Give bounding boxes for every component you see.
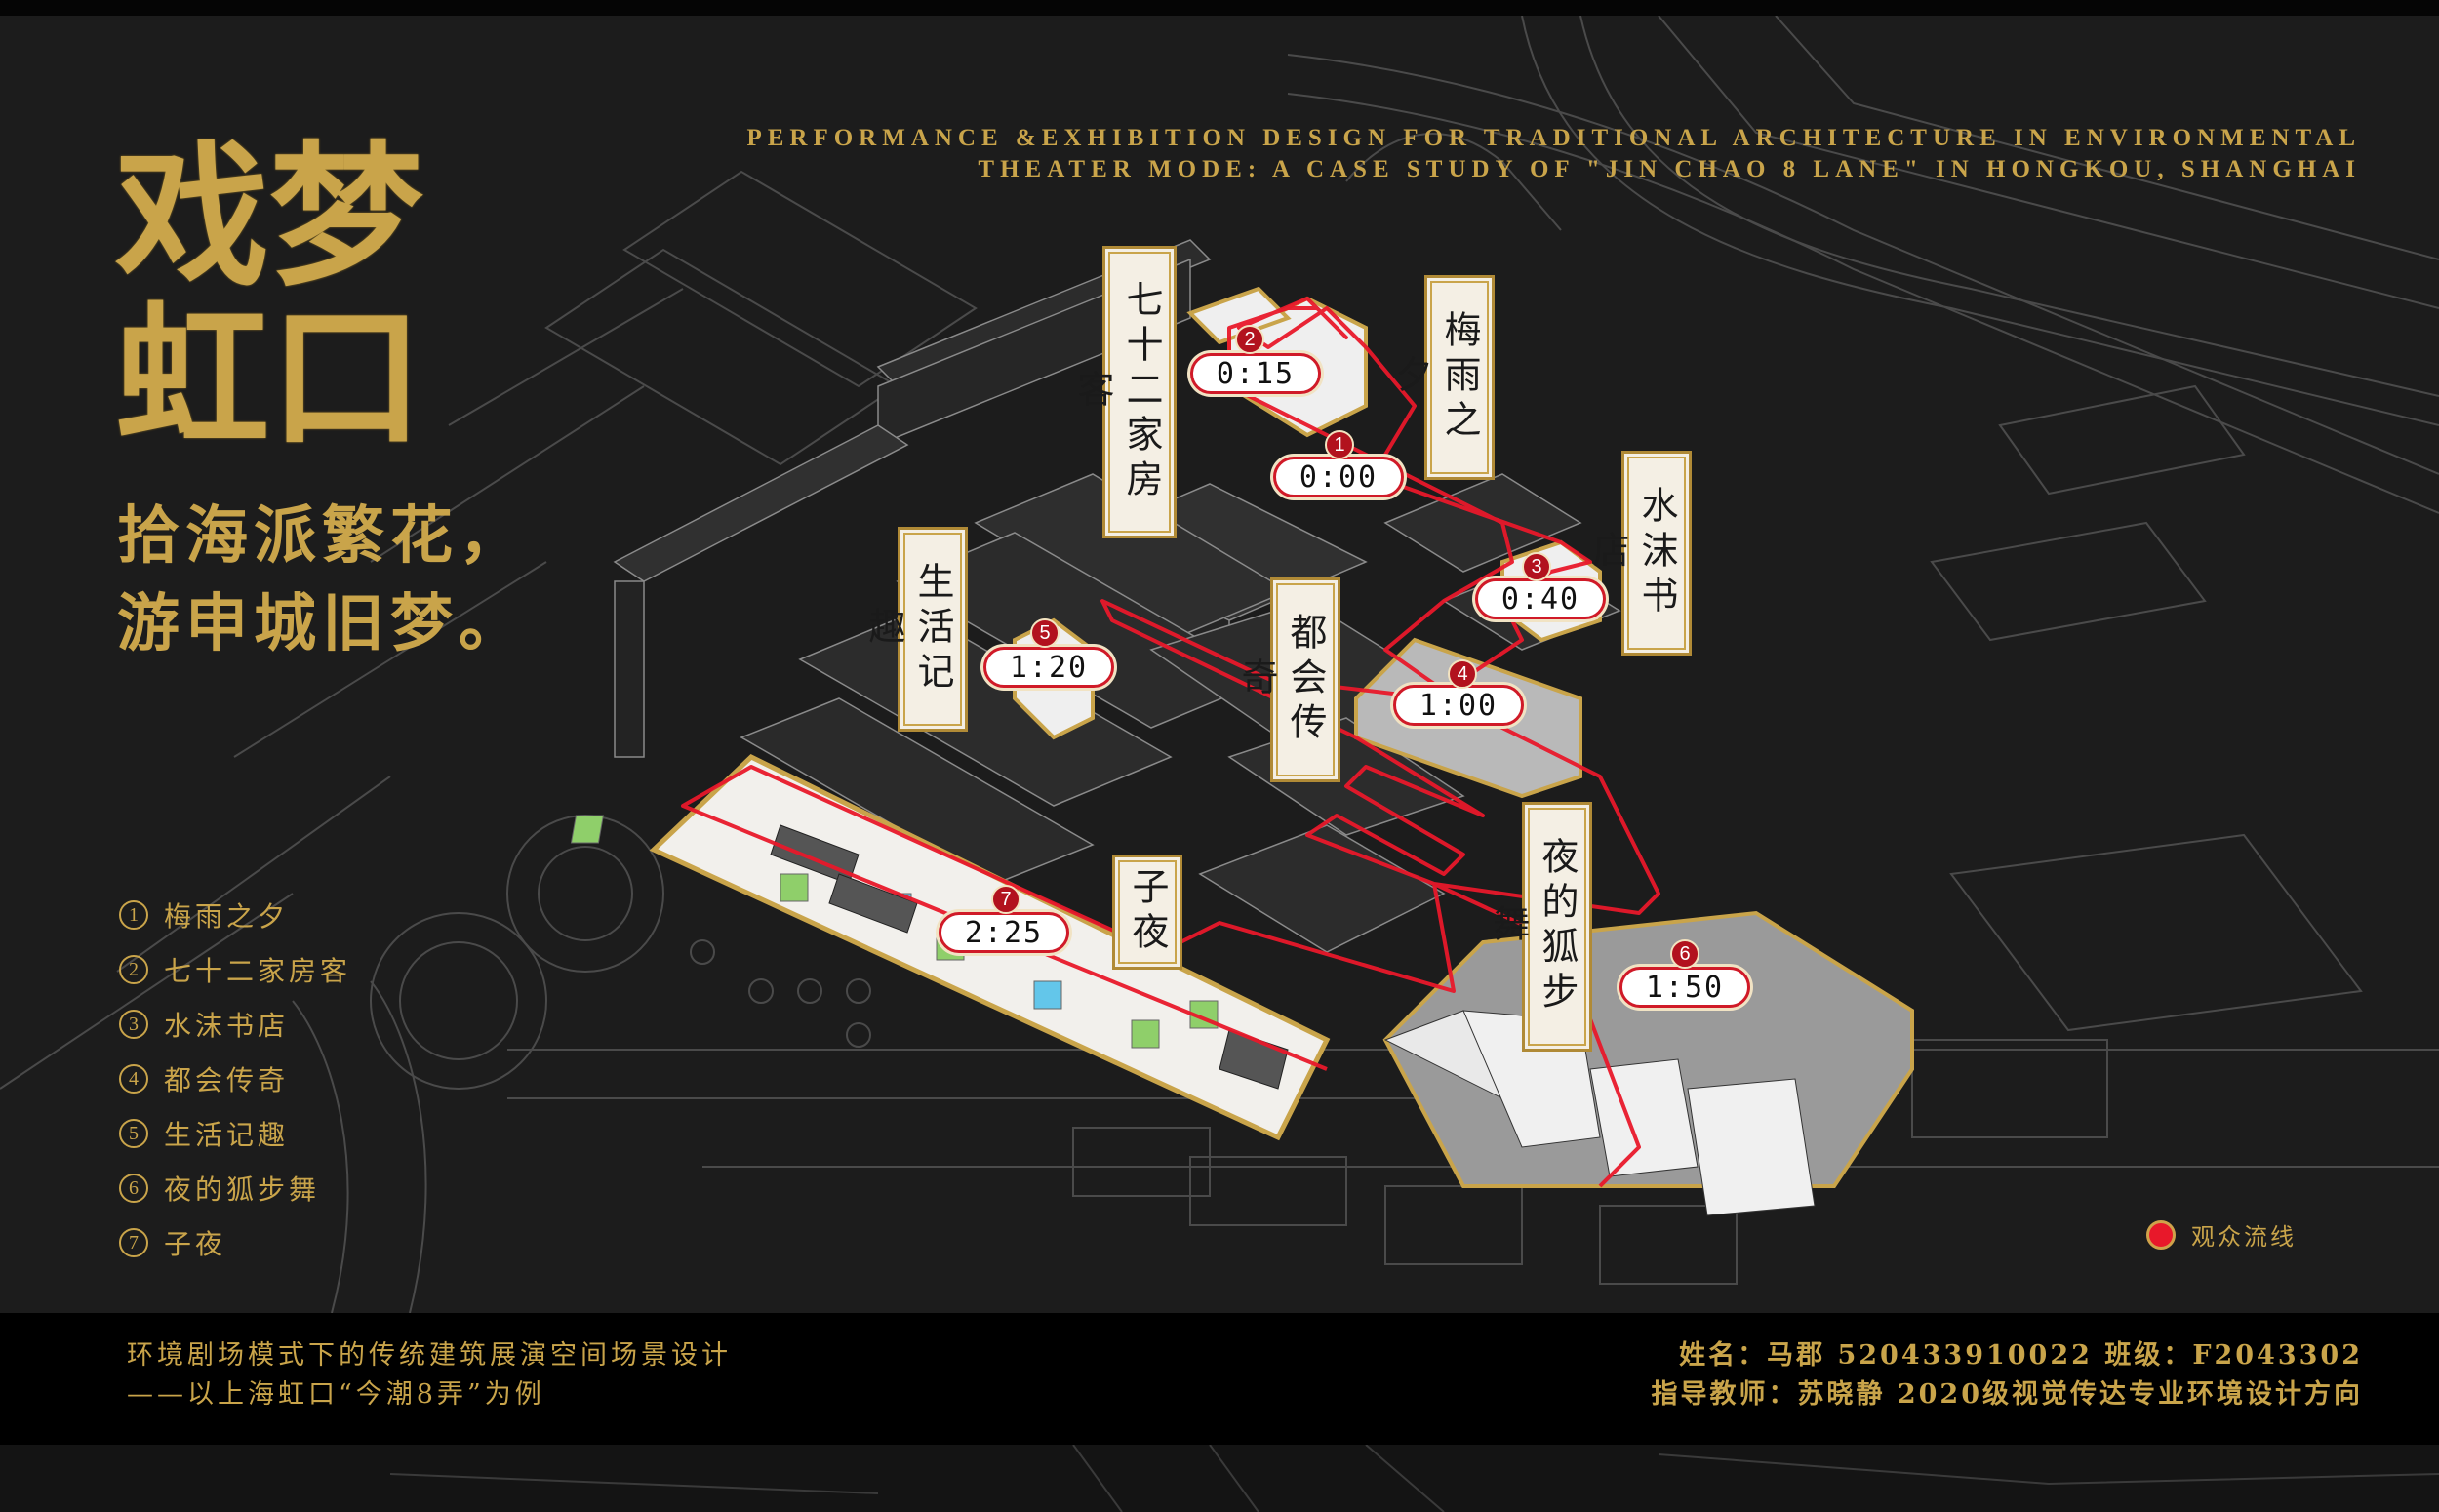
legend-item: 3 水沫书店	[119, 997, 351, 1052]
time-meiyu: 0:00	[1273, 457, 1404, 497]
legend-item: 5 生活记趣	[119, 1106, 351, 1161]
legend-number: 6	[119, 1174, 148, 1203]
label-meiyu: 梅雨之夕	[1389, 275, 1495, 480]
stop-3-badge: 3	[1522, 552, 1551, 581]
72-tenants-building	[1186, 286, 1292, 345]
english-title-line-2: THEATER MODE: A CASE STUDY OF "JIN CHAO …	[978, 156, 2361, 182]
time-ziye: 2:25	[939, 912, 1069, 953]
label-72-tenants: 七十二家房客	[1071, 246, 1177, 538]
footer-left: 环境剧场模式下的传统建筑展演空间场景设计 ——以上海虹口“今潮8弄”为例	[127, 1336, 732, 1414]
stop-5-badge: 5	[1030, 618, 1060, 648]
legend-number: 2	[119, 955, 148, 984]
legend-item: 2 七十二家房客	[119, 942, 351, 997]
legend-label: 夜的狐步舞	[164, 1174, 321, 1206]
legend-label: 水沫书店	[164, 1010, 290, 1042]
bottom-linework	[389, 1445, 2439, 1512]
label-shuimo: 水沫书店	[1586, 451, 1692, 656]
slogan-line-2: 游申城旧梦。	[117, 587, 527, 660]
top-strip	[0, 0, 2439, 16]
legend-item: 4 都会传奇	[119, 1052, 351, 1106]
footer-advisor: 指导教师：苏晓静 2020级视觉传达专业环境设计方向	[1651, 1379, 2363, 1410]
title-line-1: 戏梦	[115, 127, 423, 307]
time-72-tenants: 0:15	[1190, 353, 1321, 394]
legend-number: 3	[119, 1010, 148, 1039]
footer-subtitle-line-2: ——以上海虹口“今潮8弄”为例	[127, 1379, 545, 1410]
stop-4-badge: 4	[1448, 659, 1477, 689]
main-panel	[0, 16, 2439, 1313]
stop-2-badge: 2	[1235, 325, 1264, 354]
stop-6-badge: 6	[1670, 939, 1699, 969]
time-shenghuo: 1:20	[983, 647, 1114, 688]
stop-1-badge: 1	[1325, 430, 1354, 459]
footer-right: 姓名：马郡 520433910022 班级：F2043302 指导教师：苏晓静 …	[1651, 1336, 2363, 1414]
label-huwu: 夜的狐步舞	[1487, 802, 1592, 1052]
slogan-line-1: 拾海派繁花，	[117, 499, 527, 573]
english-title-line-1: PERFORMANCE &EXHIBITION DESIGN FOR TRADI…	[746, 125, 2361, 151]
legend-label: 生活记趣	[164, 1119, 290, 1151]
legend-number: 7	[119, 1228, 148, 1257]
legend-number: 5	[119, 1119, 148, 1148]
legend-item: 7 子夜	[119, 1215, 351, 1270]
bottom-strip	[0, 1445, 2439, 1512]
stop-7-badge: 7	[991, 885, 1020, 914]
legend-item: 6 夜的狐步舞	[119, 1161, 351, 1215]
label-ziye: 子夜	[1112, 855, 1182, 970]
footer-subtitle-line-1: 环境剧场模式下的传统建筑展演空间场景设计	[127, 1340, 732, 1371]
legend-label: 七十二家房客	[164, 955, 352, 987]
label-duhui: 都会传奇	[1235, 577, 1340, 782]
legend-label: 梅雨之夕	[164, 900, 290, 933]
footer	[0, 1313, 2439, 1445]
route-marker-icon	[2146, 1219, 2176, 1250]
time-shuimo: 0:40	[1475, 578, 1606, 619]
main-title: 戏梦 虹口	[115, 137, 437, 458]
scene-legend: 1 梅雨之夕 2 七十二家房客 3 水沫书店 4 都会传奇 5 生活记趣 6 夜…	[119, 888, 351, 1270]
legend-number: 4	[119, 1064, 148, 1094]
time-duhui: 1:00	[1393, 685, 1524, 726]
legend-number: 1	[119, 900, 148, 930]
footer-author: 姓名：马郡 520433910022 班级：F2043302	[1679, 1340, 2363, 1371]
legend-label: 子夜	[164, 1228, 227, 1260]
label-shenghuo: 生活记趣	[862, 527, 968, 732]
legend-label: 都会传奇	[164, 1064, 290, 1096]
legend-item: 1 梅雨之夕	[119, 888, 351, 942]
title-line-2: 虹口	[115, 288, 423, 468]
flow-legend: 观众流线	[2146, 1217, 2297, 1252]
time-huwu: 1:50	[1619, 967, 1750, 1008]
flow-legend-label: 观众流线	[2191, 1223, 2297, 1251]
